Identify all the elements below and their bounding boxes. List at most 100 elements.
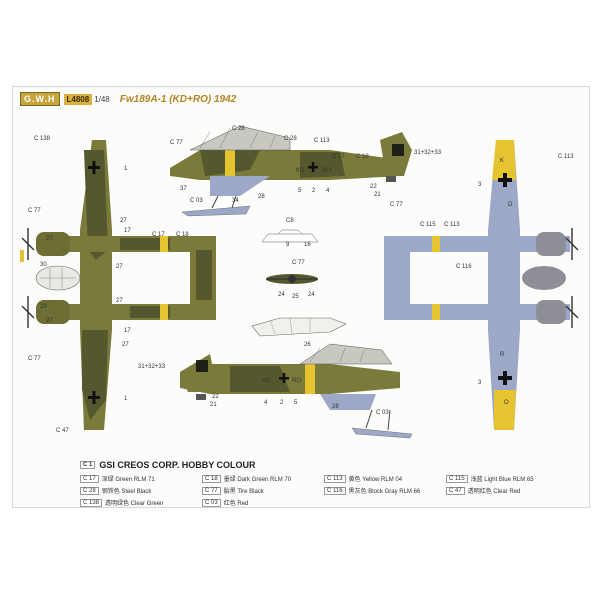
balkenkreuz-icon [88, 161, 100, 174]
legend-text: 红色 Red [223, 501, 249, 507]
label-c115: C 115 [420, 222, 436, 228]
legend-text: 钢铁色 Steel Black [101, 489, 152, 495]
legend-text: 浅蓝 Light Blue RLM 65 [470, 477, 534, 483]
label-decal: 31+32+33 [414, 150, 442, 156]
label-n2: 2 [280, 400, 284, 406]
label-n27: 27 [116, 298, 123, 304]
label-c77: C 77 [28, 356, 41, 362]
legend-code: C 138 [80, 498, 103, 507]
legend-code: C 17 [80, 474, 99, 483]
label-n25: 25 [292, 294, 299, 300]
label-c113: C 113 [444, 222, 460, 228]
legend-text: 深绿 Green RLM 71 [101, 477, 155, 483]
legend-code: C 115 [446, 474, 468, 483]
label-c113: C 113 [558, 154, 574, 160]
label-n4: 4 [326, 188, 330, 194]
label-c18: C 18 [176, 232, 189, 238]
legend-code: C 03 [202, 498, 221, 507]
side-view-aircraft-lower [180, 343, 413, 439]
legend-text: 黄色 Yellow RLM 04 [348, 477, 403, 483]
label-c8: C8 [286, 218, 294, 224]
label-c138: C 138 [34, 136, 51, 142]
bottom-view-aircraft [384, 140, 579, 430]
label-n21: 21 [374, 192, 381, 198]
label-n30: 30 [40, 262, 47, 268]
brand-logo: G.W.H [20, 92, 60, 106]
balkenkreuz-icon [279, 373, 289, 383]
label-code-r: R [500, 352, 505, 358]
label-n24: 24 [278, 292, 285, 298]
label-n5: 5 [294, 400, 298, 406]
legend-title-code: C 1 [80, 461, 96, 469]
label-n27: 27 [120, 218, 127, 224]
detail-parts [251, 229, 347, 337]
label-c77: C 77 [390, 202, 403, 208]
label-n24: 24 [308, 292, 315, 298]
balkenkreuz-icon [88, 391, 100, 404]
label-n27: 27 [46, 318, 53, 324]
label-n28: 28 [332, 404, 339, 410]
label-n27: 27 [116, 264, 123, 270]
legend-text: 透明红色 Clear Red [467, 489, 521, 495]
label-n22: 22 [212, 394, 219, 400]
legend-code: C 47 [446, 486, 465, 495]
label-n29: 29 [40, 304, 47, 310]
sheet-title: Fw189A-1 (KD+RO) 1942 [119, 93, 237, 105]
top-view-aircraft [20, 140, 216, 430]
label-code-o: O [504, 400, 509, 406]
label-c77: C 77 [292, 260, 305, 266]
sheet-header: G.W.H L4808 1/48 Fw189A-1 (KD+RO) 1942 [20, 92, 236, 106]
label-c28: C 28 [232, 126, 245, 132]
legend-code: C 77 [202, 486, 221, 495]
legend-code: C 28 [80, 486, 99, 495]
label-code-b: RO [292, 378, 301, 384]
side-view-aircraft-upper [170, 125, 412, 217]
label-code-a: KD [296, 168, 305, 174]
label-n5: 5 [298, 188, 302, 194]
label-c28: C 28 [284, 136, 297, 142]
legend-code: C 113 [324, 474, 346, 483]
label-n16: 16 [304, 242, 311, 248]
label-c77: C 77 [170, 140, 183, 146]
label-n27: 27 [122, 342, 129, 348]
label-n3: 3 [478, 380, 482, 386]
label-code-d: D [508, 202, 513, 208]
legend-code: C 116 [324, 486, 346, 495]
label-n37: 37 [180, 186, 187, 192]
label-code-b: RO [322, 168, 331, 174]
label-n9: 9 [286, 242, 290, 248]
label-n2: 2 [312, 188, 316, 194]
label-n26: 26 [304, 342, 311, 348]
balkenkreuz-icon [498, 173, 512, 187]
label-c03: C 03 [376, 410, 389, 416]
legend-text: 墨绿 Dark Green RLM 70 [223, 477, 292, 483]
label-n28: 28 [258, 194, 265, 200]
label-n1: 1 [124, 396, 128, 402]
label-code-k: K [500, 158, 504, 164]
legend-text: 黑灰色 Block Gray RLM 66 [348, 489, 421, 495]
kit-scale: 1/48 [94, 94, 110, 104]
legend-title: C 1 GSI CREOS CORP. HOBBY COLOUR [80, 460, 600, 470]
label-c03: C 03 [190, 198, 203, 204]
label-n1: 1 [124, 166, 128, 172]
label-n3: 3 [478, 182, 482, 188]
legend-text: 胎黑 Tire Black [223, 489, 264, 495]
label-code-a: KD [262, 378, 271, 384]
label-n22: 22 [370, 184, 377, 190]
label-c77: C 77 [28, 208, 41, 214]
label-n4: 4 [264, 400, 268, 406]
legend-title-text: GSI CREOS CORP. HOBBY COLOUR [99, 460, 256, 470]
label-c18: C 18 [356, 154, 369, 160]
label-n27: 27 [46, 236, 53, 242]
legend-code: C 18 [202, 474, 221, 483]
label-n17: 17 [124, 228, 131, 234]
label-n34: 34 [232, 198, 239, 204]
